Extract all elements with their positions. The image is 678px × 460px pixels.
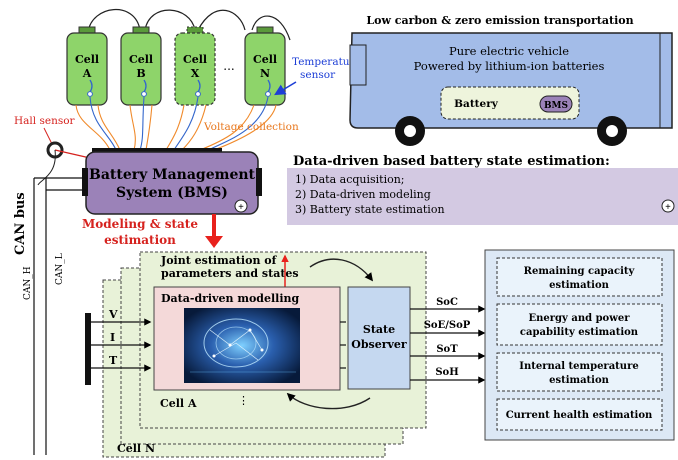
estimation-line1: Remaining capacity [524, 266, 636, 277]
cell-label-line1: Cell [183, 53, 207, 66]
temperature-probe [197, 79, 201, 93]
output-label: SoE/SoP [424, 320, 471, 331]
temperature-probe-tip [87, 91, 93, 97]
temperature-probe [89, 79, 93, 93]
cell-label-line1: Cell [75, 53, 99, 66]
joint-estimation-line2: parameters and states [161, 267, 299, 280]
temperature-sensor-line2: sensor [300, 69, 336, 81]
bms-side-terminal [256, 168, 262, 196]
can-bus: CAN bus CAN_H CAN_L [13, 177, 86, 455]
vehicle-window [349, 44, 367, 86]
vehicle-header: Low carbon & zero emission transportatio… [366, 14, 633, 27]
data-driven-step: 1) Data acquisition; [295, 173, 405, 186]
temperature-probe-tip [141, 91, 147, 97]
input-label: V [108, 308, 118, 321]
zoom-in-icon[interactable] [661, 199, 675, 213]
bms-connector [92, 148, 222, 153]
modelling-title: Data-driven modelling [161, 292, 300, 305]
hall-sensor-label: Hall sensor [14, 115, 76, 127]
vehicle-line1: Pure electric vehicle [449, 44, 569, 58]
vehicle-bms-badge [539, 95, 573, 113]
feedback-arrow-bottom [286, 392, 371, 410]
temperature-probe-tip [195, 91, 201, 97]
cell-x [174, 32, 216, 106]
temperature-probe-tip [265, 91, 271, 97]
bms-side-terminal [82, 168, 88, 196]
estimation-line2: capability estimation [520, 327, 639, 338]
hall-sensor-pointer [43, 127, 53, 145]
feedback-arrow-top [309, 258, 374, 282]
output-label: SoC [436, 297, 458, 308]
output-label: SoT [436, 344, 458, 355]
input-label: T [109, 354, 118, 367]
data-driven-panel [287, 168, 678, 225]
vehicle-battery-label: Battery [454, 98, 499, 110]
estimation-line1: Energy and power [529, 313, 631, 324]
hall-sensor-wire [54, 149, 91, 159]
voltage-collection-wires [75, 104, 277, 151]
joint-estimation-line1: Joint estimation of [160, 254, 278, 267]
temperature-sensor-arrow [274, 81, 297, 96]
vehicle-hubcap [606, 125, 618, 137]
can-high-label: CAN_H [23, 266, 33, 300]
ai-brain-image [184, 308, 300, 383]
input-bus-bar [85, 313, 91, 385]
estimation-card [496, 303, 663, 346]
temperature-probe [267, 79, 271, 93]
wire [87, 8, 141, 33]
bms-box [85, 151, 259, 215]
cell-label-line2: A [82, 67, 92, 80]
wire [197, 9, 246, 31]
vehicle-bms-label: BMS [544, 101, 568, 111]
cell-label-line1: Cell [253, 53, 277, 66]
estimation-card [496, 398, 663, 431]
bms-title-line1: Battery Management [89, 167, 256, 183]
cell-ellipsis: ... [223, 59, 234, 73]
wire [251, 15, 291, 41]
vertical-ellipsis: ⋮ [238, 394, 249, 407]
zoom-plus-glyph: + [665, 202, 671, 213]
temperature-sensor-line1: Temperature [292, 56, 361, 68]
cell-a-label: Cell A [160, 397, 197, 410]
output-label: SoH [435, 367, 458, 378]
wire [144, 9, 196, 31]
can-low-label: CAN_L [55, 253, 65, 285]
estimation-card [496, 352, 663, 392]
battery-cells: Cell A Cell B Cell X ... Cell N [66, 8, 291, 106]
data-driven-title: Data-driven based battery state estimati… [293, 154, 610, 169]
vehicle-body [349, 32, 673, 129]
zoom-plus-glyph: + [238, 202, 244, 213]
modeling-state-line1: Modeling & state [82, 217, 198, 231]
temperature-probe [143, 79, 147, 93]
vehicle-line2: Powered by lithium-ion batteries [414, 59, 605, 73]
input-label: I [110, 331, 115, 344]
cell-label-line2: X [191, 67, 200, 80]
estimation-line2: estimation [549, 280, 610, 291]
cell-a [66, 32, 108, 106]
zoom-in-icon[interactable] [234, 199, 248, 213]
estimation-line1: Internal temperature [519, 361, 638, 372]
hall-sensor-wire [37, 149, 56, 186]
state-observer-line1: State [363, 323, 395, 336]
temperature-wires [89, 96, 269, 151]
estimation-line2: estimation [549, 375, 610, 386]
can-bus-label: CAN bus [13, 192, 28, 255]
estimation-line1: Current health estimation [506, 410, 653, 421]
data-driven-step: 3) Battery state estimation [295, 203, 445, 216]
cell-label-line2: B [136, 67, 145, 80]
voltage-collection-label: Voltage collection [203, 121, 299, 133]
estimation-card [496, 257, 663, 297]
state-observer-line2: Observer [351, 338, 407, 351]
cell-label-line1: Cell [129, 53, 153, 66]
modeling-state-line2: estimation [104, 233, 176, 247]
down-arrow-icon [205, 214, 223, 248]
vehicle-hubcap [404, 125, 416, 137]
cell-b [120, 32, 162, 106]
cell-n-label: Cell N [117, 442, 155, 455]
bms-title-line2: System (BMS) [116, 185, 228, 201]
cell-label-line2: N [260, 67, 270, 80]
state-observer-box [347, 286, 411, 390]
data-driven-step: 2) Data-driven modeling [295, 188, 431, 201]
